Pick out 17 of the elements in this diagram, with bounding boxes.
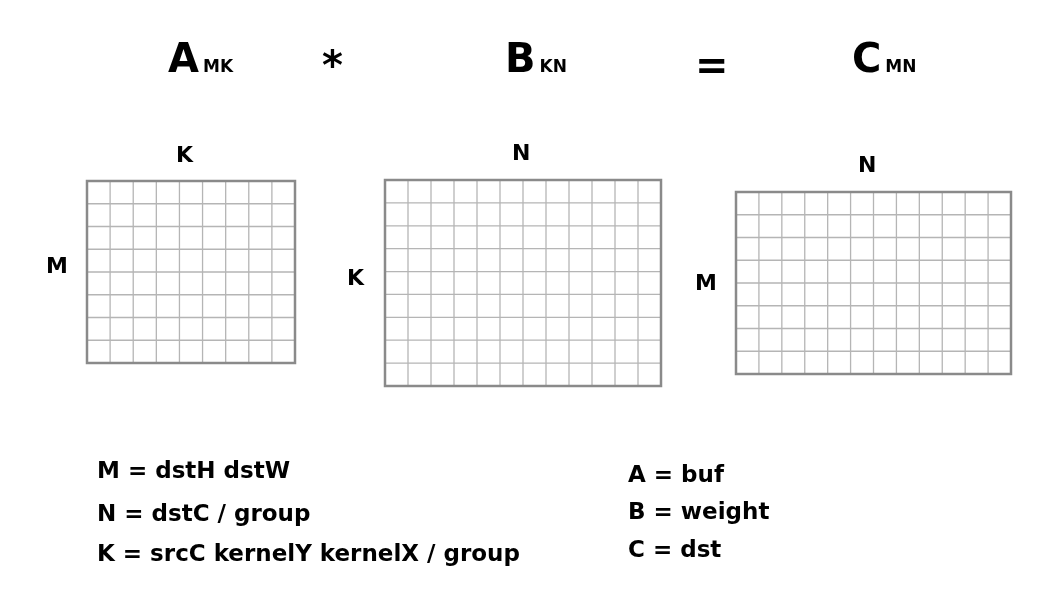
operator-symbol: = — [695, 45, 729, 85]
dimension-label: N — [858, 152, 877, 177]
definition-text: C = dst — [628, 536, 722, 562]
definition-text: B = weight — [628, 498, 770, 524]
matrix-grid — [383, 178, 663, 388]
definition-text: M = dstH dstW — [97, 457, 291, 483]
matrix-grid — [85, 179, 297, 365]
operator-symbol: * — [322, 45, 343, 85]
dimension-label: N — [512, 140, 531, 165]
dimension-label: K — [347, 265, 365, 290]
dimension-label: M — [46, 253, 68, 278]
definition-text: A = buf — [628, 461, 724, 487]
matrix-grid — [734, 190, 1013, 376]
definition-text: N = dstC / group — [97, 500, 311, 526]
definition-text: K = srcC kernelY kernelX / group — [97, 540, 520, 566]
dimension-label: M — [695, 270, 717, 295]
dimension-label: K — [176, 142, 194, 167]
